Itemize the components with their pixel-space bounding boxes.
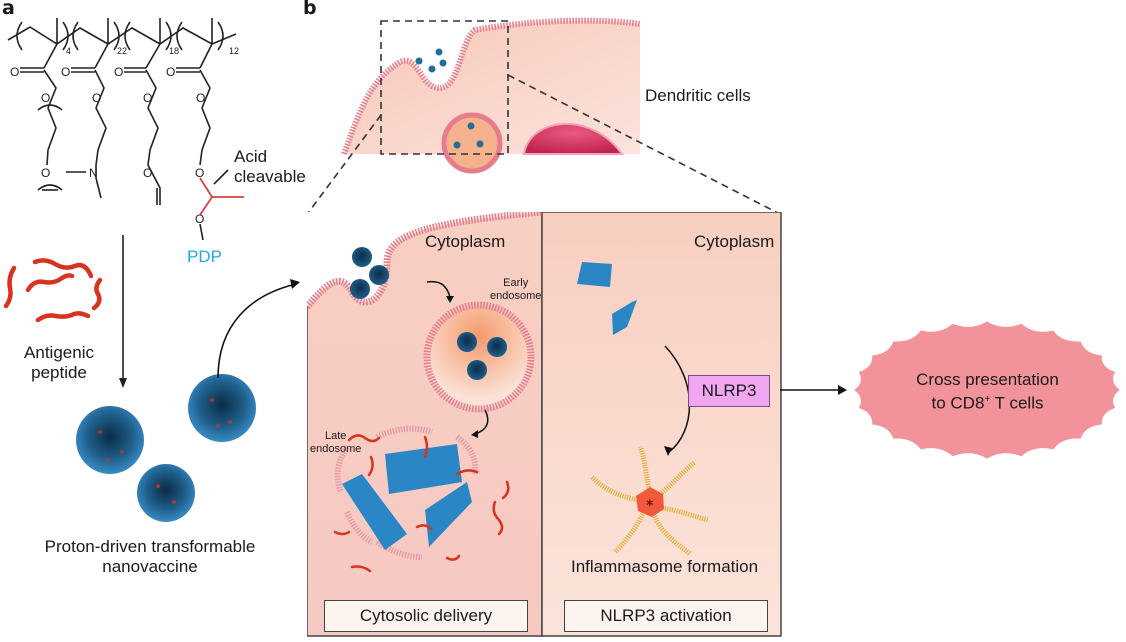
zoom-region <box>380 20 509 155</box>
arrow-icon <box>664 446 672 456</box>
nanovaccine-label: Proton-driven transformable nanovaccine <box>44 537 256 576</box>
nanoparticle <box>188 374 256 442</box>
polymer-structure: O O O O O O O O O N O O O 4 22 18 12 <box>7 18 244 388</box>
svg-text:✱: ✱ <box>646 498 654 508</box>
atom-labels: O O O O O O O O O N O O O <box>10 65 205 226</box>
repeat-counts: 4 22 18 12 <box>66 46 239 56</box>
inflammasome: ✱ <box>590 445 709 556</box>
nanoparticle <box>76 406 144 474</box>
nanosheet <box>612 300 637 335</box>
cross-presentation-label: Cross presentation to CD8+ T cells <box>916 370 1059 413</box>
dendritic-cell-overview <box>307 17 779 214</box>
nanoparticle <box>350 279 370 299</box>
svg-text:O: O <box>196 91 205 105</box>
nucleus <box>522 122 624 155</box>
cytoplasm-label-right: Cytoplasm <box>694 232 775 251</box>
panel-label-a: a <box>2 0 15 19</box>
svg-text:12: 12 <box>229 46 239 56</box>
svg-text:O: O <box>10 65 19 79</box>
svg-text:N: N <box>89 166 98 180</box>
arrow-to-outcome-icon <box>780 385 847 395</box>
inflammasome-formation-label: Inflammasome formation <box>571 557 759 576</box>
pdp-label: PDP <box>187 247 222 266</box>
arrow-to-cell-icon <box>217 279 300 379</box>
nanosheet <box>577 262 612 287</box>
arrow-icon <box>446 296 454 303</box>
outcome-blob <box>854 321 1120 459</box>
acid-cleavable-bond <box>199 177 244 216</box>
svg-text:O: O <box>114 65 123 79</box>
early-endosome <box>423 301 535 413</box>
svg-text:O: O <box>92 91 101 105</box>
panel-label-b: b <box>303 0 317 19</box>
svg-text:22: 22 <box>117 46 127 56</box>
arrow-down-icon <box>119 378 127 388</box>
late-endosome-label: Late endosome <box>310 430 362 455</box>
svg-text:O: O <box>195 212 204 226</box>
nanosheet <box>425 482 472 547</box>
svg-text:O: O <box>195 166 204 180</box>
nanoparticle <box>352 247 372 267</box>
dendritic-cells-label: Dendritic cells <box>645 86 751 105</box>
svg-text:O: O <box>143 166 152 180</box>
antigenic-peptide-label: Antigenic peptide <box>24 343 94 382</box>
nanosheet <box>385 444 462 494</box>
nanovaccine-particles <box>76 374 256 522</box>
acid-cleavable-label: Acid cleavable <box>234 147 306 186</box>
early-endosome-label: Early endosome <box>490 277 542 302</box>
svg-text:O: O <box>41 91 50 105</box>
antigenic-peptides <box>3 258 103 323</box>
svg-text:O: O <box>143 91 152 105</box>
endosome <box>441 112 503 174</box>
cytoplasm-label-left: Cytoplasm <box>425 232 506 251</box>
nlrp3-activation-caption: NLRP3 activation <box>564 600 768 632</box>
svg-text:O: O <box>61 65 70 79</box>
nlrp3-box: NLRP3 <box>688 375 770 407</box>
svg-text:O: O <box>166 65 175 79</box>
nanosheet <box>342 474 407 550</box>
enlarged-view: ✱ <box>307 212 782 637</box>
polymer-backbone <box>7 18 237 380</box>
cytosolic-delivery-caption: Cytosolic delivery <box>324 600 528 632</box>
nanoparticle <box>137 464 195 522</box>
nanoparticle <box>369 265 389 285</box>
svg-text:O: O <box>41 166 50 180</box>
svg-text:4: 4 <box>66 46 71 56</box>
svg-text:18: 18 <box>169 46 179 56</box>
